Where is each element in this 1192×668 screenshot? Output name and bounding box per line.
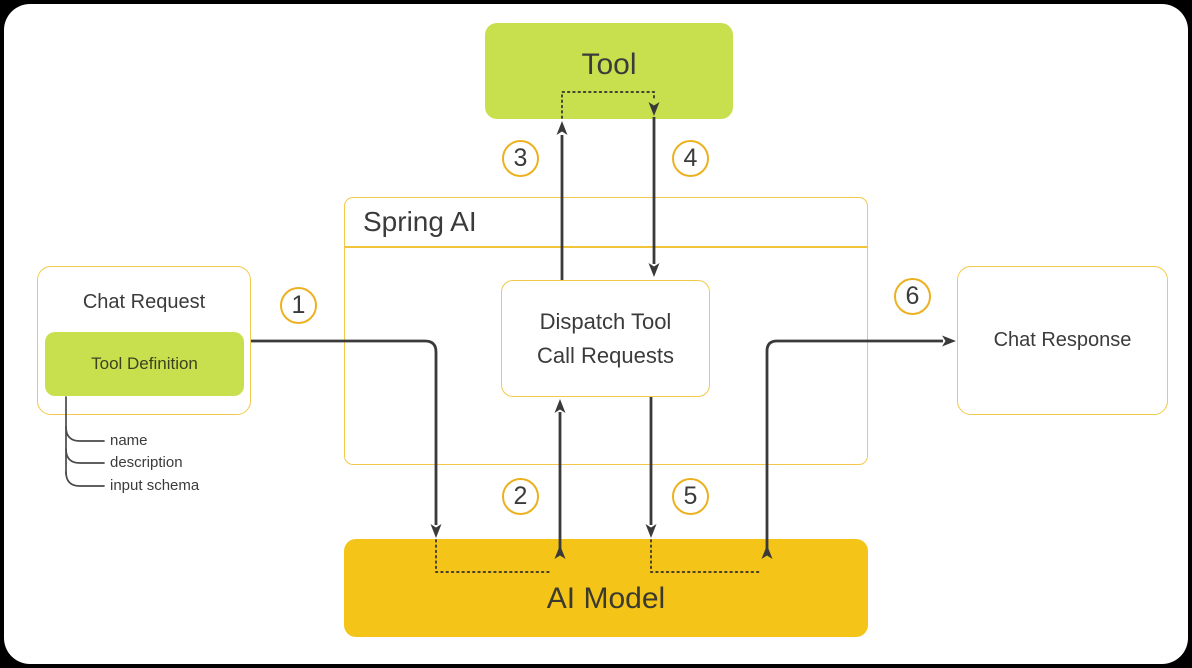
step-number-2: 2 [513,482,528,510]
tool-definition-field-description: description [110,454,183,471]
tool-definition-field-input-schema: input schema [110,477,200,494]
arrowhead-down-ai-model-right [645,524,657,538]
step-number-1: 1 [291,291,306,319]
spring-ai-label: Spring AI [363,206,477,237]
step-badge-3: 3 [502,140,539,177]
tool-node-label: Tool [581,48,637,81]
dispatch-label-line2: Call Requests [537,342,674,368]
field-branch-description [65,448,105,464]
step-badge-5: 5 [672,478,709,515]
step-badge-6: 6 [894,278,931,315]
chat-response-label: Chat Response [993,329,1132,351]
step-number-4: 4 [683,144,698,172]
tool-node: Tool [485,23,733,119]
arrowhead-down-ai-model-left [430,524,442,538]
ai-model-label: AI Model [546,582,666,615]
arrowhead-up-tool-bottom [556,121,568,135]
dispatch-label-line1: Dispatch Tool [539,308,672,334]
step-badge-1: 1 [280,287,317,324]
step-badge-4: 4 [672,140,709,177]
chat-response-node: Chat Response [957,266,1168,415]
spring-ai-header: Spring AI [345,198,867,248]
chat-request-node: Chat Request Tool Definition [37,266,251,415]
tool-definition-field-name: name [110,432,148,449]
field-branch-name [65,426,105,442]
page-card: Tool Spring AI Dispatch Tool Call Reques… [4,4,1188,664]
ai-model-node: AI Model [344,539,868,637]
tool-definition-label: Tool Definition [91,354,198,373]
step-number-5: 5 [683,482,698,510]
step-badge-2: 2 [502,478,539,515]
field-branch-input-schema [65,471,105,487]
step-number-3: 3 [513,144,528,172]
dispatch-tool-calls-node: Dispatch Tool Call Requests [501,280,710,397]
tool-definition-node: Tool Definition [45,332,244,396]
step-number-6: 6 [905,282,920,310]
chat-request-label: Chat Request [82,291,206,313]
arrowhead-right-chat-response [942,335,956,347]
